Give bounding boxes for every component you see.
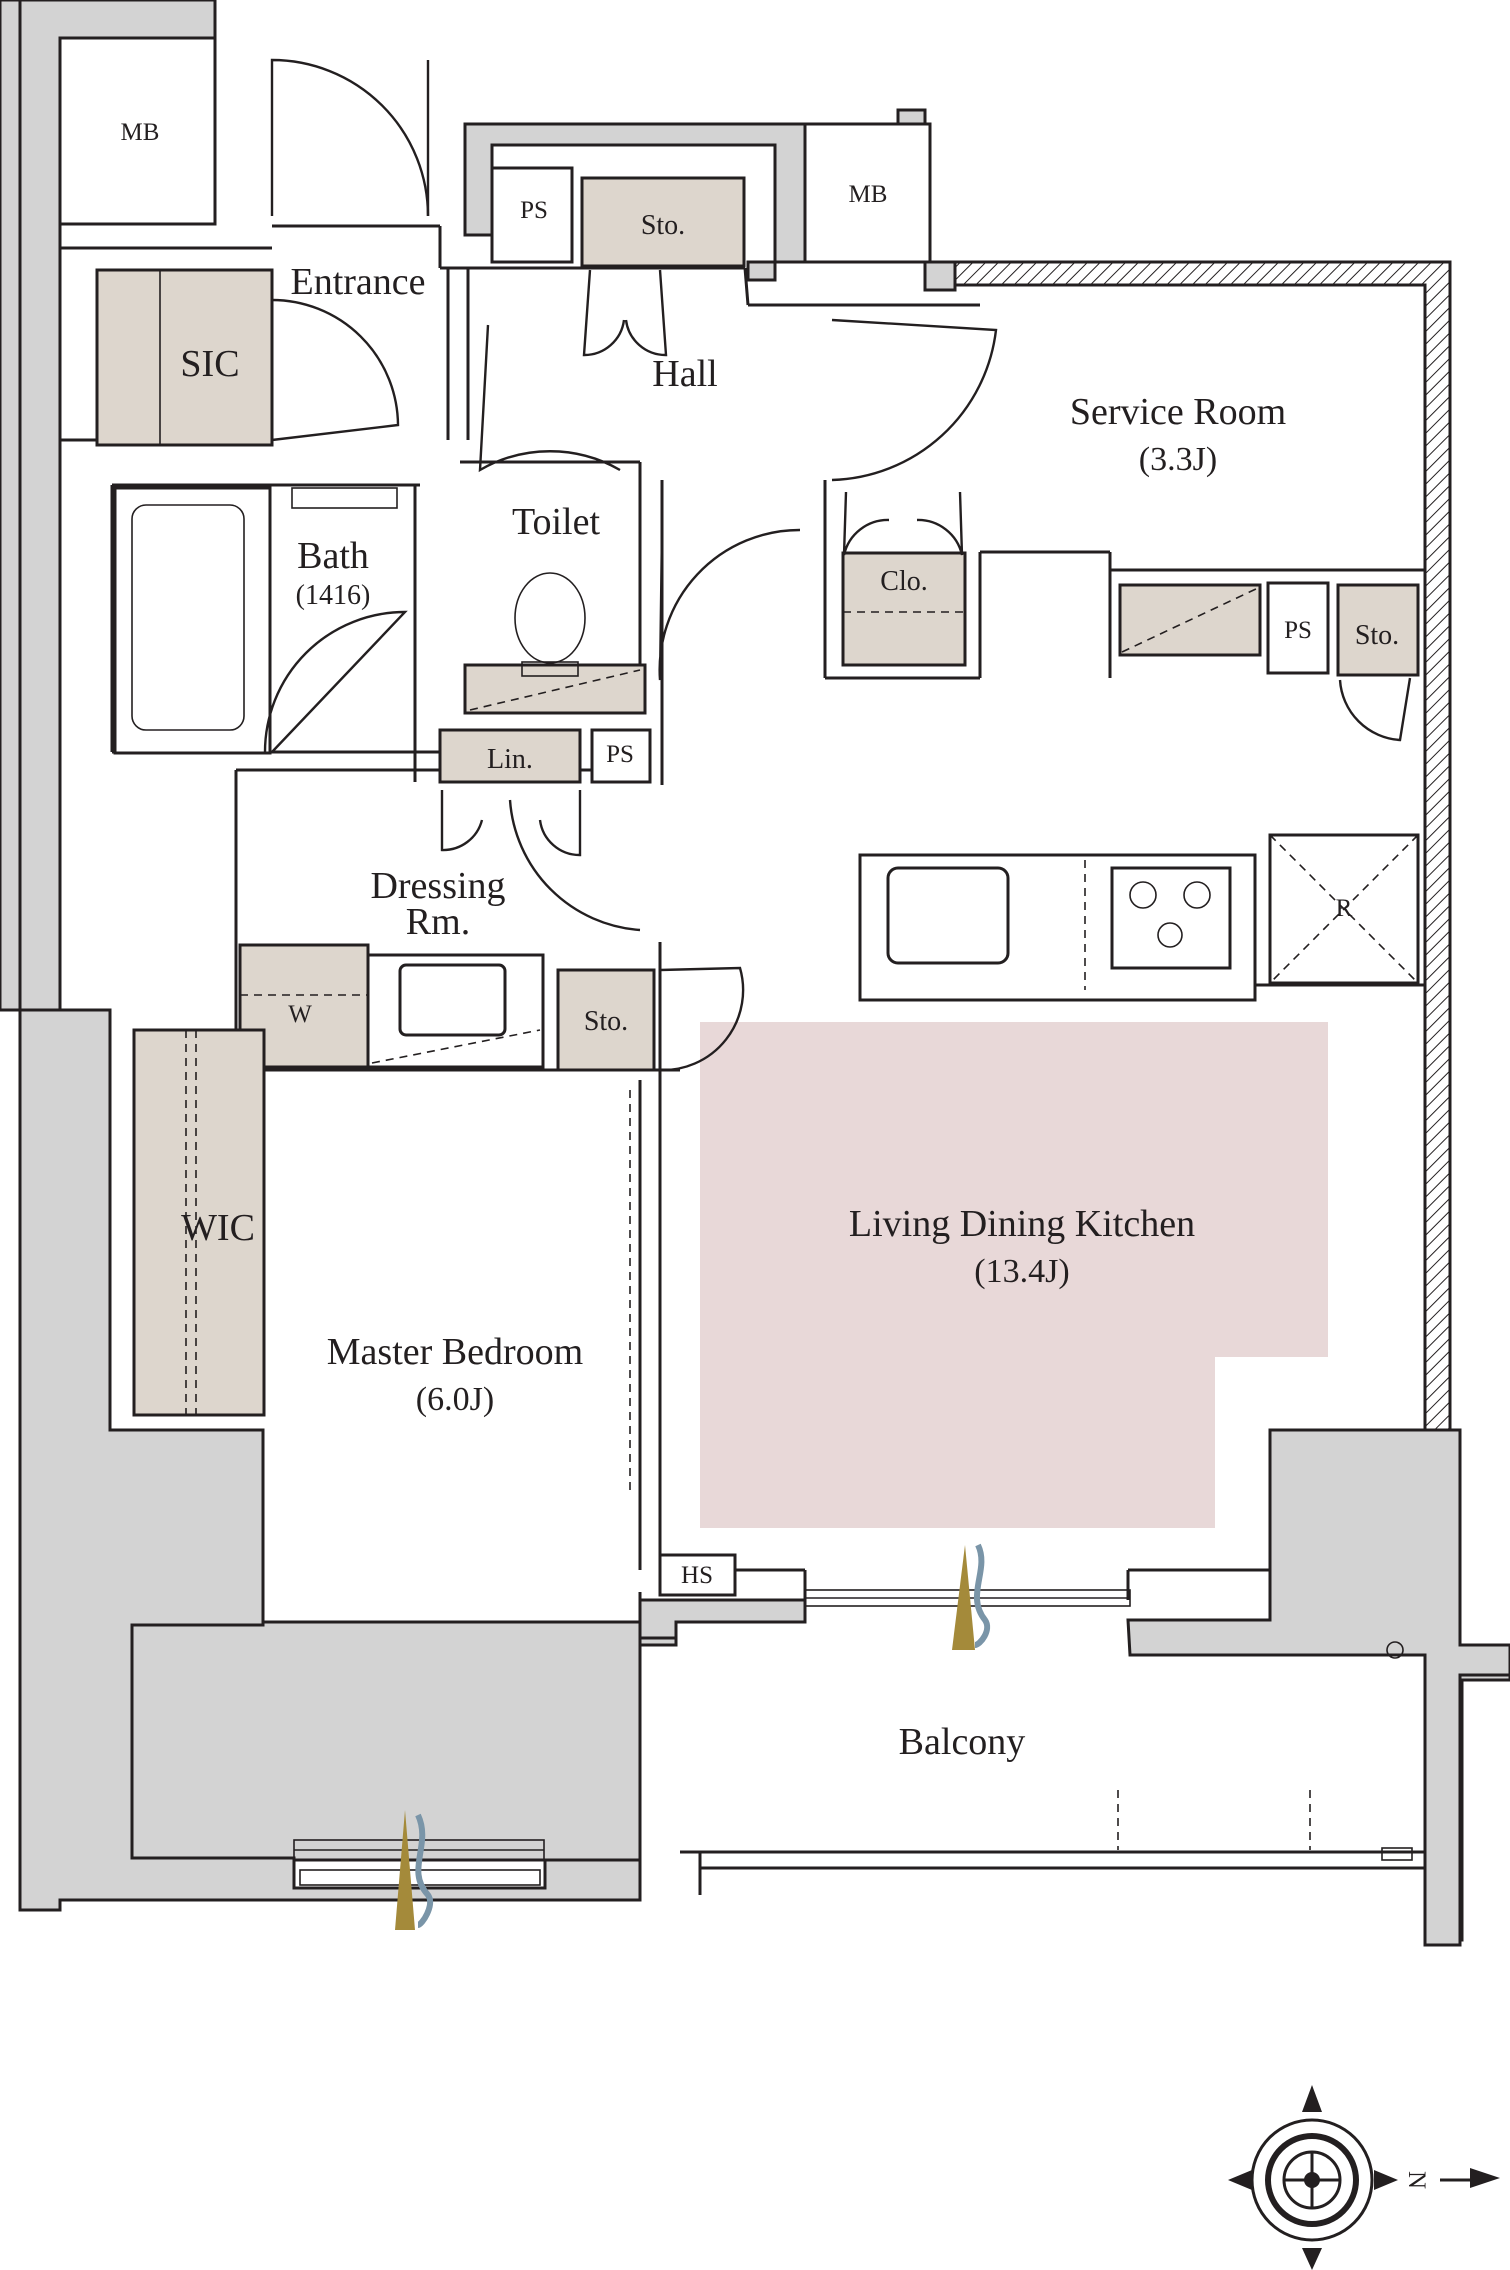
bath-shelf (291, 487, 398, 509)
label-master-bedroom: Master Bedroom (327, 1331, 583, 1373)
doors (263, 58, 1412, 1072)
label-washer: W (288, 1001, 312, 1028)
kitchen-counter (858, 853, 1257, 1002)
right-hatched-wall (953, 260, 1452, 1432)
label-sto-dressing: Sto. (584, 1006, 628, 1037)
sic-box (95, 268, 274, 447)
closet-box (841, 551, 967, 667)
ldk-highlight (700, 1022, 1328, 1528)
cooktop (1110, 866, 1232, 970)
drain (1386, 1641, 1404, 1659)
right-edge-wall (1458, 1673, 1510, 1942)
ps-service-box (1266, 581, 1330, 675)
label-ps-service: PS (1284, 617, 1312, 644)
compass-rose: N (1228, 2085, 1500, 2270)
label-wic: WIC (181, 1207, 255, 1249)
linen-box (438, 728, 582, 784)
mb-right-box (803, 122, 932, 264)
ps-dressing-box (590, 728, 652, 784)
label-entrance: Entrance (290, 261, 425, 303)
label-sic: SIC (180, 343, 239, 385)
right-lower-wall (1126, 1428, 1510, 1947)
label-balcony: Balcony (899, 1721, 1026, 1763)
airflow-marker-bedroom (395, 1810, 433, 1930)
bathtub (113, 486, 272, 755)
label-closet: Clo. (880, 566, 927, 597)
label-dressing-line2: Rm. (406, 901, 470, 943)
label-fridge: R (1336, 895, 1353, 922)
toilet-fixture (463, 572, 647, 715)
label-master-bedroom-size: (6.0J) (416, 1381, 494, 1418)
label-ldk-size: (13.4J) (974, 1253, 1069, 1290)
label-mb-left: MB (121, 119, 160, 146)
label-dressing-line1: Dressing (370, 865, 505, 907)
label-bath: Bath (297, 535, 369, 577)
label-ldk: Living Dining Kitchen (849, 1203, 1195, 1245)
sto-service-box (1336, 583, 1420, 677)
label-service-room: Service Room (1070, 391, 1286, 433)
label-hall: Hall (652, 353, 717, 395)
label-sto-top: Sto. (641, 210, 685, 241)
kitchen-sink (886, 866, 1010, 965)
label-sto-service: Sto. (1355, 620, 1399, 651)
label-ps-top: PS (520, 197, 548, 224)
label-bath-size: (1416) (296, 580, 371, 611)
bathtub-inner (131, 504, 245, 731)
label-ps-dressing: PS (606, 741, 634, 768)
wic-box (132, 1028, 266, 1417)
north-label: N (1403, 2171, 1430, 2189)
balcony-outlet (1381, 1847, 1413, 1861)
room-labels: MB MB PS Sto. Entrance SIC Hall Service … (121, 119, 1400, 1763)
label-hs: HS (681, 1562, 713, 1589)
label-service-room-size: (3.3J) (1139, 441, 1217, 478)
label-mb-right: MB (849, 181, 888, 208)
label-toilet: Toilet (512, 501, 601, 543)
ps-top-box (490, 166, 574, 264)
lower-left-wall (18, 1008, 807, 1912)
label-linen: Lin. (487, 744, 533, 775)
hs-box (658, 1553, 737, 1597)
sink-basin (398, 963, 507, 1037)
sto-dressing-box (556, 968, 656, 1072)
airflow-marker-ldk (952, 1543, 991, 1650)
left-edge-wall (0, 0, 22, 1012)
sto-top-box (580, 176, 746, 268)
mb-left-box (58, 36, 217, 226)
